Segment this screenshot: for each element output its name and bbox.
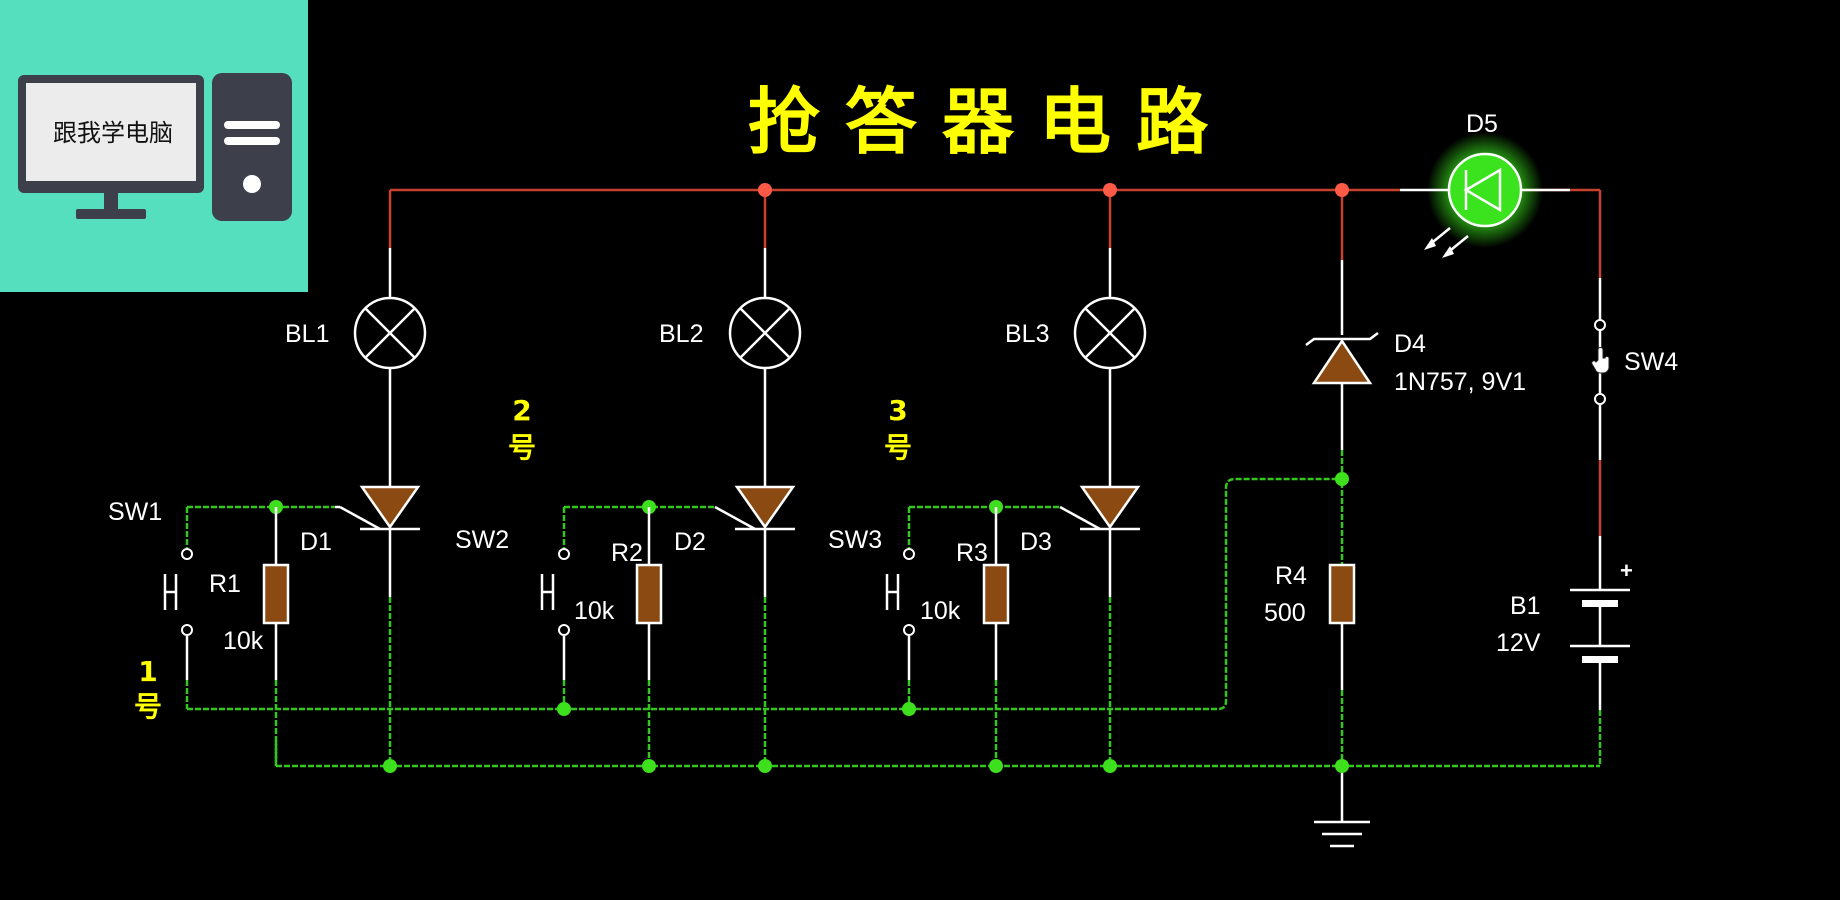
label-r2: R2 xyxy=(611,539,643,567)
label-b1: B1 xyxy=(1510,592,1541,620)
branch-1 xyxy=(163,248,427,766)
label-sw2: SW2 xyxy=(455,526,509,554)
label-sw1: SW1 xyxy=(108,498,162,526)
label-r3-value: 10k xyxy=(920,597,961,625)
light-emission-icon xyxy=(1424,227,1469,258)
resistor-r1[interactable] xyxy=(262,563,290,625)
scr-d2[interactable] xyxy=(714,485,796,531)
label-bl1: BL1 xyxy=(285,320,329,348)
label-d4: D4 xyxy=(1394,330,1426,358)
resistor-r3[interactable] xyxy=(982,563,1010,625)
label-r3: R3 xyxy=(956,539,988,567)
resistor-r4[interactable] xyxy=(1328,563,1356,625)
resistor-r2[interactable] xyxy=(635,563,663,625)
label-r1: R1 xyxy=(209,570,241,598)
label-d1: D1 xyxy=(300,528,332,556)
contestant-1-number: 1 xyxy=(138,655,157,688)
label-sw3: SW3 xyxy=(828,526,882,554)
contestant-1-suffix: 号 xyxy=(134,690,162,723)
computer-icon xyxy=(18,73,292,221)
label-r1-value: 10k xyxy=(223,627,264,655)
diagram-title: 抢 答 器 电 路 xyxy=(748,79,1209,164)
battery-b1[interactable] xyxy=(1570,460,1630,710)
ground-bus xyxy=(274,710,1602,773)
scr-d3[interactable] xyxy=(1059,485,1141,531)
label-bl3: BL3 xyxy=(1005,320,1049,348)
label-sw4: SW4 xyxy=(1624,348,1678,376)
lamp-bl2[interactable] xyxy=(728,296,802,370)
zener-d4[interactable] xyxy=(1305,332,1379,385)
label-r4-value: 500 xyxy=(1264,599,1306,627)
switch-return-bus xyxy=(187,477,1342,716)
label-d3: D3 xyxy=(1020,528,1052,556)
branch-3 xyxy=(885,248,1147,766)
label-b1-value: 12V xyxy=(1496,629,1541,657)
contestant-2-suffix: 号 xyxy=(508,431,536,464)
pushbutton-sw3[interactable] xyxy=(885,548,915,636)
switch-sw4[interactable] xyxy=(1591,278,1610,460)
label-bl2: BL2 xyxy=(659,320,703,348)
lamp-bl1[interactable] xyxy=(353,296,427,370)
label-r4: R4 xyxy=(1275,562,1307,590)
pushbutton-sw1[interactable] xyxy=(163,548,193,636)
contestant-2-number: 2 xyxy=(512,394,531,427)
contestant-3-suffix: 号 xyxy=(884,431,912,464)
branch-2 xyxy=(540,248,802,766)
led-d5[interactable] xyxy=(1400,132,1570,258)
lamp-bl3[interactable] xyxy=(1073,296,1147,370)
label-d4-value: 1N757, 9V1 xyxy=(1394,368,1526,396)
label-d2: D2 xyxy=(674,528,706,556)
logo-panel: 跟我学电脑 xyxy=(0,0,308,292)
logo-text: 跟我学电脑 xyxy=(53,119,173,147)
contestant-3-number: 3 xyxy=(888,394,907,427)
label-d5: D5 xyxy=(1466,110,1498,138)
pushbutton-sw2[interactable] xyxy=(540,548,570,636)
hand-cursor-icon xyxy=(1591,347,1610,374)
positive-bus xyxy=(388,183,1602,278)
ground-symbol xyxy=(1314,820,1370,848)
label-r2-value: 10k xyxy=(574,597,615,625)
label-b1-plus: + xyxy=(1620,558,1633,583)
zener-branch xyxy=(1305,260,1379,848)
scr-d1[interactable] xyxy=(335,485,421,531)
